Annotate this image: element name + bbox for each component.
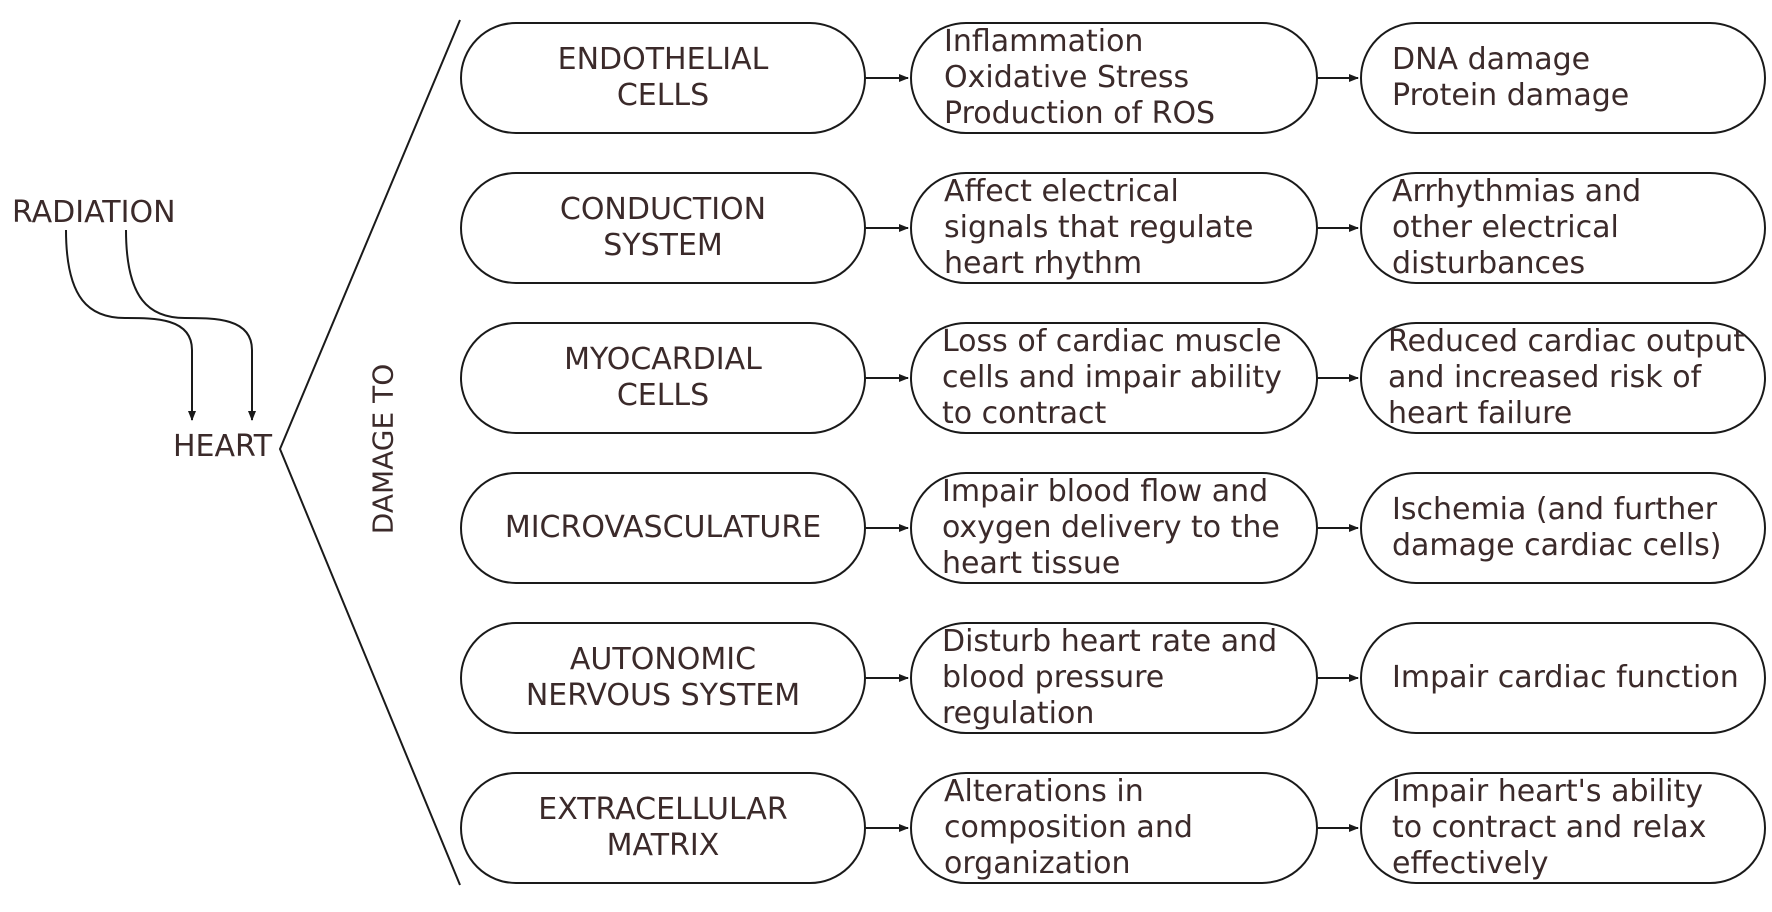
component-label: CONDUCTION SYSTEM <box>559 192 767 263</box>
effect-box-autonomic: Disturb heart rate and blood pressure re… <box>910 622 1318 734</box>
component-box-autonomic: AUTONOMIC NERVOUS SYSTEM <box>460 622 866 734</box>
outcome-box-conduction: Arrhythmias and other electrical disturb… <box>1360 172 1766 284</box>
damage-to-label: DAMAGE TO <box>366 363 400 535</box>
outcome-label: Impair cardiac function <box>1392 660 1739 695</box>
radiation-label: RADIATION <box>12 195 176 230</box>
component-label: AUTONOMIC NERVOUS SYSTEM <box>525 642 801 713</box>
outcome-box-myocardial: Reduced cardiac output and increased ris… <box>1360 322 1766 434</box>
outcome-label: Ischemia (and further damage cardiac cel… <box>1392 492 1722 563</box>
outcome-label: DNA damage Protein damage <box>1392 42 1630 113</box>
outcome-label: Reduced cardiac output and increased ris… <box>1388 324 1745 431</box>
outcome-box-extracellular: Impair heart's ability to contract and r… <box>1360 772 1766 884</box>
effect-label: Affect electrical signals that regulate … <box>944 174 1254 281</box>
outcome-box-microvasculature: Ischemia (and further damage cardiac cel… <box>1360 472 1766 584</box>
heart-label: HEART <box>173 429 273 464</box>
effect-box-conduction: Affect electrical signals that regulate … <box>910 172 1318 284</box>
component-box-myocardial: MYOCARDIAL CELLS <box>460 322 866 434</box>
effect-label: Inflammation Oxidative Stress Production… <box>944 24 1216 131</box>
component-box-microvasculature: MICROVASCULATURE <box>460 472 866 584</box>
component-box-endothelial: ENDOTHELIAL CELLS <box>460 22 866 134</box>
component-label: ENDOTHELIAL CELLS <box>557 42 769 113</box>
component-box-extracellular: EXTRACELLULAR MATRIX <box>460 772 866 884</box>
component-label: MYOCARDIAL CELLS <box>564 342 762 413</box>
component-label: MICROVASCULATURE <box>504 510 822 545</box>
effect-label: Impair blood flow and oxygen delivery to… <box>942 474 1280 581</box>
effect-box-microvasculature: Impair blood flow and oxygen delivery to… <box>910 472 1318 584</box>
outcome-label: Arrhythmias and other electrical disturb… <box>1392 174 1642 281</box>
radiation-curve-left <box>65 229 196 421</box>
component-label: EXTRACELLULAR MATRIX <box>538 792 788 863</box>
effect-label: Disturb heart rate and blood pressure re… <box>942 624 1278 731</box>
component-box-conduction: CONDUCTION SYSTEM <box>460 172 866 284</box>
effect-label: Alterations in composition and organizat… <box>944 774 1193 881</box>
outcome-box-autonomic: Impair cardiac function <box>1360 622 1766 734</box>
effect-label: Loss of cardiac muscle cells and impair … <box>942 324 1282 431</box>
radiation-curve-right <box>125 229 256 421</box>
damage-bracket <box>278 19 461 886</box>
effect-box-myocardial: Loss of cardiac muscle cells and impair … <box>910 322 1318 434</box>
effect-box-endothelial: Inflammation Oxidative Stress Production… <box>910 22 1318 134</box>
effect-box-extracellular: Alterations in composition and organizat… <box>910 772 1318 884</box>
outcome-box-endothelial: DNA damage Protein damage <box>1360 22 1766 134</box>
outcome-label: Impair heart's ability to contract and r… <box>1392 774 1707 881</box>
